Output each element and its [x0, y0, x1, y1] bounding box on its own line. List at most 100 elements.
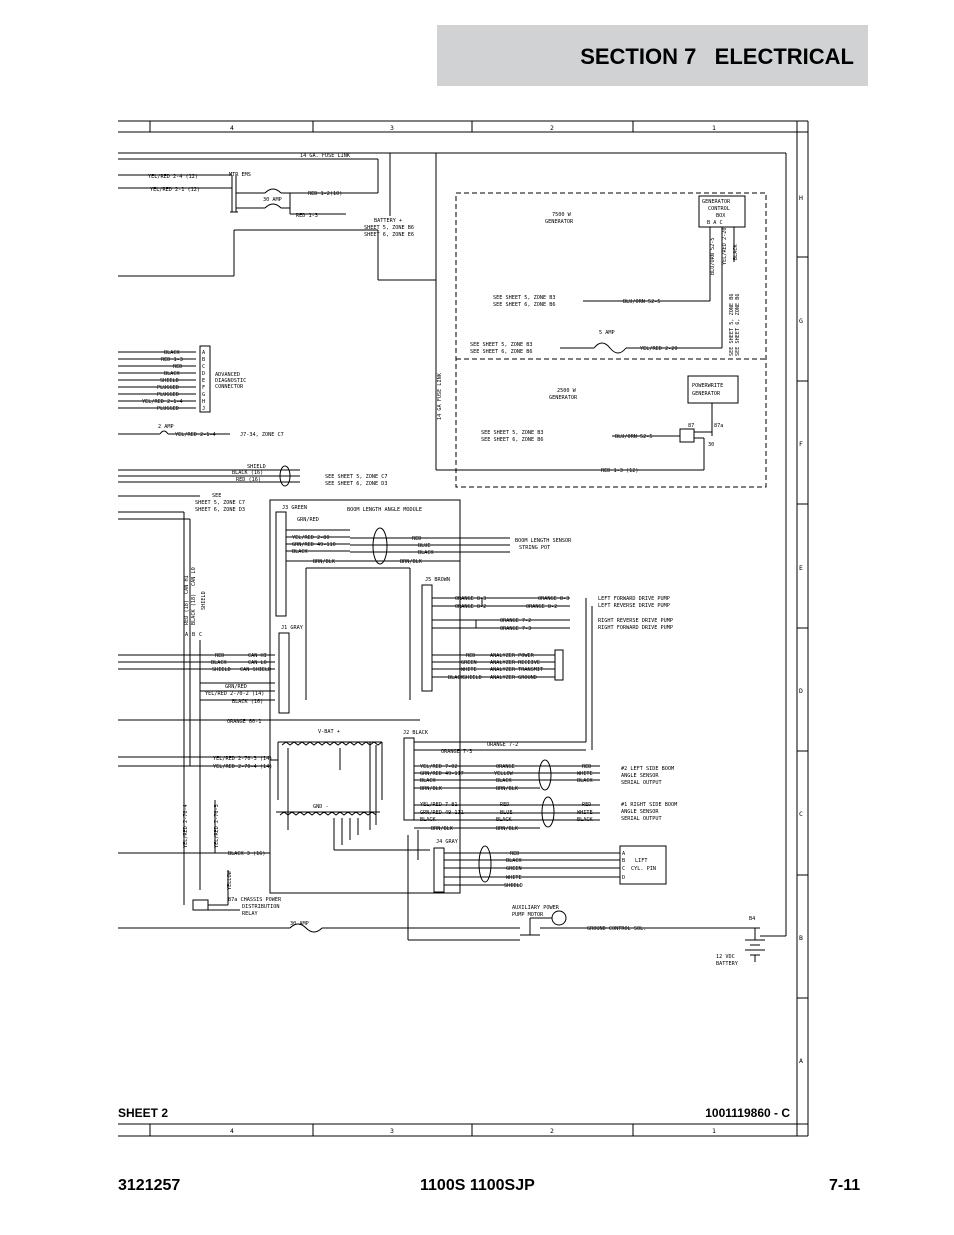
- gen-box-pins: B A C: [707, 220, 723, 226]
- j2-top-right-1: RED: [582, 764, 591, 770]
- analyzer-power: ANALYZER POWER: [490, 653, 535, 659]
- j3-wire-5: BRN/BLK: [313, 559, 336, 565]
- wire-bluorn-vertical: BLU/ORN 52-5: [710, 238, 716, 275]
- wire-black-16: BLACK (16): [232, 470, 263, 476]
- zone-col-1-bottom: 1: [712, 1127, 716, 1135]
- gen-box-label-3: BOX: [716, 213, 726, 219]
- wire-shield: SHIELD: [247, 464, 266, 470]
- zone-col-3-bottom: 3: [390, 1127, 394, 1135]
- j3-green-label: J3 GREEN: [282, 505, 307, 511]
- diag-conn-label-2: DIAGNOSTIC: [215, 378, 246, 384]
- ground-control-label: GROUND CONTROL SOL.: [587, 926, 646, 932]
- analyzer-wire-white: WHITE: [461, 667, 477, 673]
- wire-red-13-12: RED 1-3 (12): [601, 468, 638, 474]
- aux-pump-label-2: PUMP MOTOR: [512, 912, 544, 918]
- j5-wire-1: ORANGE 8-3: [455, 596, 486, 602]
- wire-yelred-24: YEL/RED 2-4 (12): [148, 174, 198, 180]
- wire-yelred-2705: YEL/RED 2-70-5: [214, 804, 220, 848]
- pump-left-forward: LEFT FORWARD DRIVE PUMP: [598, 596, 670, 602]
- right-sensor-1: #1 RIGHT SIDE BOOM: [621, 802, 677, 808]
- left-sensor-3: SERIAL OUTPUT: [621, 780, 662, 786]
- gen-7500-label-2: GENERATOR: [545, 219, 574, 225]
- ref-s6-b6-c: SEE SHEET 6, ZONE B6: [481, 437, 543, 443]
- battery-ref: BATTERY +: [374, 218, 402, 224]
- analyzer-receive: ANALYZER RECEIVE: [490, 660, 540, 666]
- zone-col-3-top: 3: [390, 124, 394, 132]
- wire-black-vertical: BLACK: [733, 244, 739, 260]
- fuse-2amp: 2 AMP: [158, 424, 174, 430]
- wire-yelred-220: YEL/RED 2-20: [640, 346, 677, 352]
- j3-wire-2: YEL/RED 2-80: [292, 535, 329, 541]
- can-pin-b: B: [192, 632, 195, 638]
- zone-col-1-top: 1: [712, 124, 716, 132]
- diag-pin-d: D: [202, 371, 205, 377]
- j2-bot-right-1: RED: [582, 802, 591, 808]
- j7-ref: J7-34, ZONE C7: [240, 432, 284, 438]
- ref-s5-b3: SEE SHEET 5, ZONE B3: [493, 295, 555, 301]
- model-number: 1100S 1100SJP: [420, 1177, 535, 1194]
- aux-pump-label-1: AUXILIARY POWER: [512, 905, 560, 911]
- chassis-relay-2: DISTRIBUTION: [242, 904, 279, 910]
- diag-pin-g: G: [202, 392, 205, 398]
- diag-pin-h: H: [202, 399, 205, 405]
- blam-label: BOOM LENGTH ANGLE MODULE: [347, 507, 422, 513]
- ref-s6-d3: SEE SHEET 6, ZONE D3: [325, 481, 387, 487]
- diag-wire-2: RED 1-3: [161, 357, 183, 363]
- ref-vertical-1: SEE SHEET 5, ZONE B6: [729, 294, 735, 356]
- j2-top-mid-3: BLACK: [496, 778, 512, 784]
- section-number: SECTION 7: [580, 44, 697, 69]
- j5-wire-4: ORANGE 7-3: [500, 626, 531, 632]
- j5-wire-3: ORANGE 7-2: [500, 618, 531, 624]
- wire-orange-601: ORANGE 60-1: [227, 719, 261, 725]
- j4-wire-green: GREEN: [506, 866, 522, 872]
- diag-conn-label-1: ADVANCED: [215, 372, 240, 378]
- blam-wire-brnblk: BRN/BLK: [400, 559, 423, 565]
- j2-bot-mid-1: RED: [500, 802, 509, 808]
- diag-pin-f: F: [202, 385, 205, 391]
- blam-wire-blue: BLUE: [418, 543, 431, 549]
- see-label: SEE: [212, 493, 221, 499]
- blam-wire-red: RED: [412, 536, 421, 542]
- page-number: 7-11: [829, 1177, 861, 1194]
- j2-bot-wire-4: BRN/BLK: [431, 826, 454, 832]
- j2-black-label: J2 BLACK: [403, 730, 429, 736]
- j1-wire-black: BLACK: [211, 660, 227, 666]
- zone-row-f: F: [799, 440, 803, 448]
- j2-bot-right-3: BLACK: [577, 817, 593, 823]
- pump-right-forward: RIGHT FORWARD DRIVE PUMP: [598, 625, 673, 631]
- zone-labels: 4 3 2 1 4 3 2 1 H G F E D C B A: [230, 124, 803, 1135]
- blam-wire-black: BLACK: [418, 550, 434, 556]
- chassis-relay-3: RELAY: [242, 911, 258, 917]
- diag-wire-8: YEL/RED 2-1-4: [142, 399, 183, 405]
- right-sensor-3: SERIAL OUTPUT: [621, 816, 662, 822]
- zone-row-b: B: [799, 934, 803, 942]
- zone-col-2-bottom: 2: [550, 1127, 554, 1135]
- battery-label: BATTERY: [716, 961, 739, 967]
- left-sensor-1: #2 LEFT SIDE BOOM: [621, 766, 674, 772]
- j2-bot-wire-3: BLACK: [420, 817, 436, 823]
- j2-bot-mid-2: BLUE: [500, 810, 513, 816]
- zone-row-g: G: [799, 317, 803, 325]
- section-name: ELECTRICAL: [714, 44, 854, 69]
- wire-yelred-vertical: YEL/RED 2-20: [722, 228, 728, 265]
- diag-pin-j: J: [202, 406, 205, 412]
- wire-yellow-vertical: YELLOW: [227, 870, 233, 890]
- wire-orange-72: ORANGE 7-2: [487, 742, 518, 748]
- zone-row-c: C: [799, 810, 803, 818]
- ref-s6-b6: SEE SHEET 6, ZONE B6: [493, 302, 555, 308]
- zone-row-d: D: [799, 687, 803, 695]
- gen-2500-label: 2500 W: [557, 388, 577, 394]
- j2-bot-mid-3: BLACK: [496, 817, 512, 823]
- section-header: SECTION 7 ELECTRICAL: [437, 25, 868, 86]
- diag-pin-e: E: [202, 378, 205, 384]
- j1-wire-grnred: GRN/RED: [225, 684, 247, 690]
- analyzer-wire-black: BLACK: [448, 675, 464, 681]
- j2-top-wire-3: BLACK: [420, 778, 436, 784]
- j2-top-mid-1: ORANGE: [496, 764, 515, 770]
- zone-col-4-bottom: 4: [230, 1127, 234, 1135]
- b4-label: B4: [749, 916, 755, 922]
- can-lo-label: CAN LO: [191, 567, 197, 586]
- analyzer-transmit: ANALYZER TRANSMIT: [490, 667, 543, 673]
- j2-top-right-2: WHITE: [577, 771, 593, 777]
- j5-wire-1b: ORANGE 8-3: [538, 596, 569, 602]
